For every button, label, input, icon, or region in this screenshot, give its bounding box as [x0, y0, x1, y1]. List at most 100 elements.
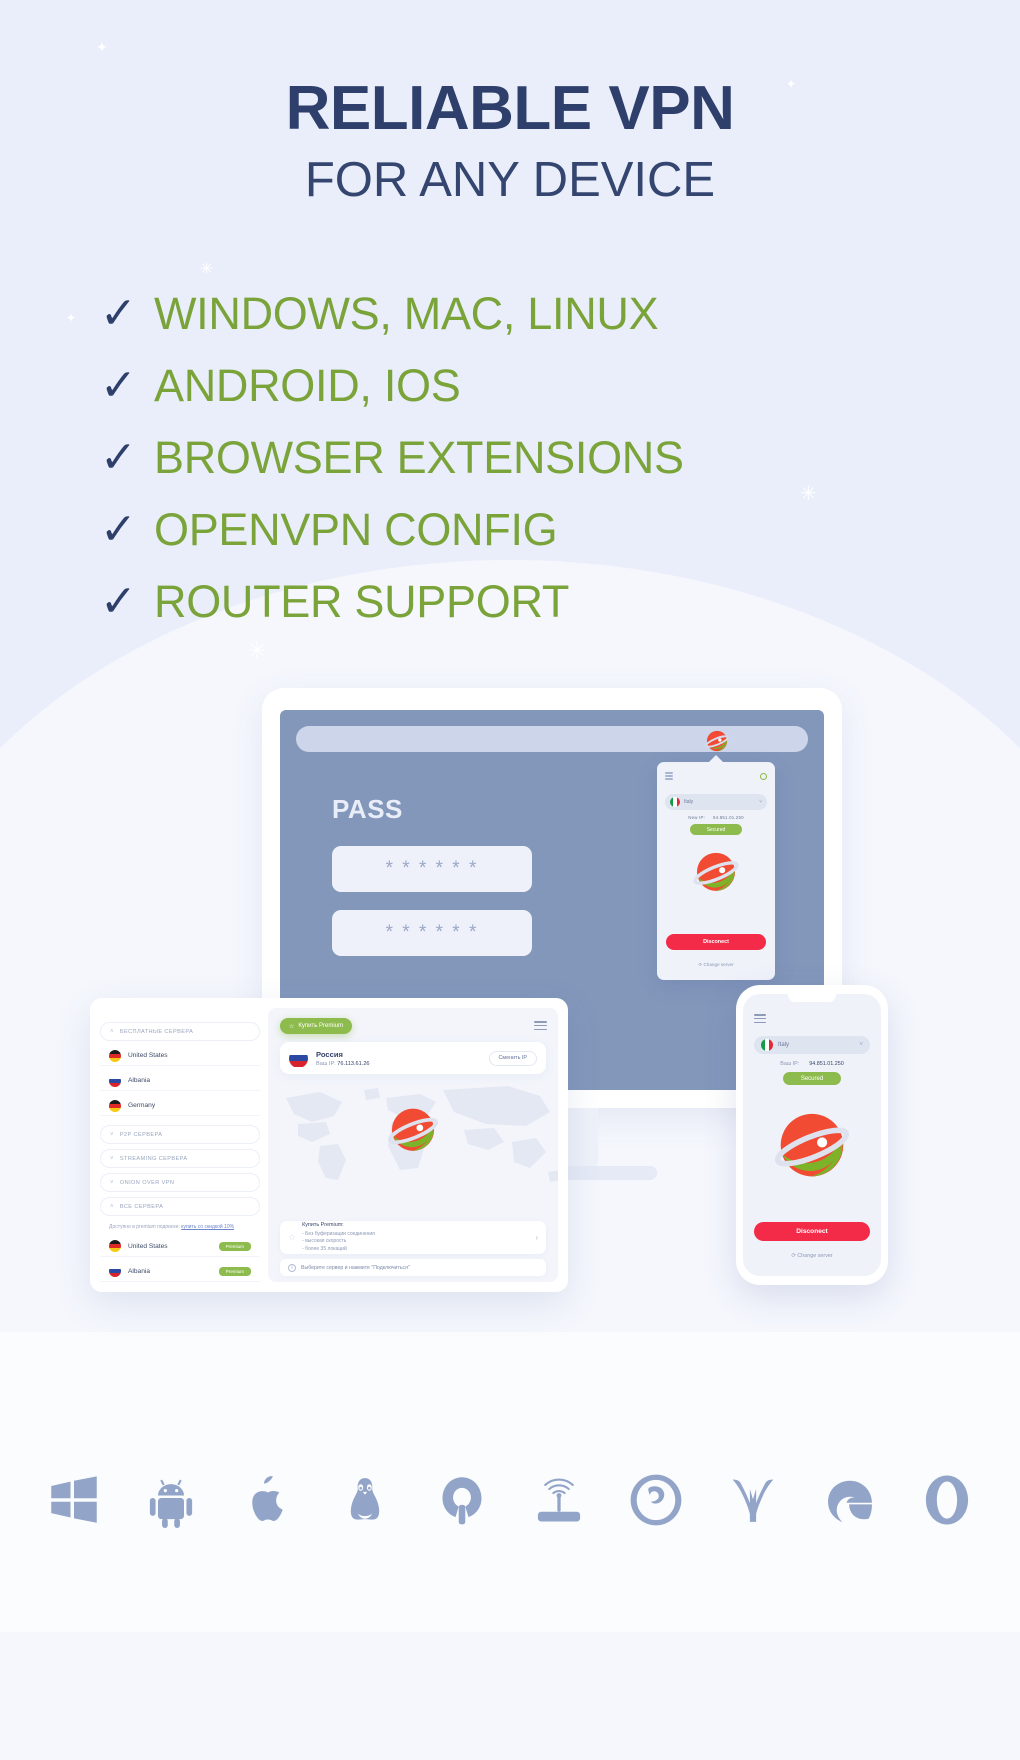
gear-icon[interactable] — [760, 772, 767, 780]
ip-label: Ваш IP: — [780, 1061, 800, 1068]
server-name: Germany — [128, 1102, 156, 1109]
hero-section: RELIABLE VPN FOR ANY DEVICE — [0, 0, 1020, 207]
flag-italy-icon — [670, 797, 680, 807]
yandex-browser-icon — [724, 1470, 782, 1528]
sidebar-group-onion-over-vpn[interactable]: ˅ ONION OVER VPN — [100, 1173, 260, 1192]
premium-promo-line: - Без буферизации соединения — [302, 1230, 375, 1237]
flag-russia-icon — [109, 1265, 121, 1277]
buy-premium-label: Купить Premium — [298, 1023, 344, 1029]
check-icon: ✓ — [100, 433, 137, 482]
phone-screen: Italy ˅ Ваш IP: 94.851.01.250 Secured Dis… — [743, 994, 881, 1276]
status-badge: Premium — [218, 1266, 251, 1276]
ip-display: Ваш IP: 94.851.01.250 — [754, 1061, 870, 1067]
check-icon: ✓ — [100, 577, 137, 626]
chevron-down-icon: ˅ — [859, 1042, 863, 1049]
page-subtitle: FOR ANY DEVICE — [304, 153, 716, 208]
sidebar-group-label: STREAMING СЕРВЕРА — [119, 1155, 188, 1162]
popup-header — [665, 770, 767, 782]
sidebar-group-all-servers[interactable]: ˄ ВСЕ СЕРВЕРА — [100, 1197, 260, 1216]
list-item[interactable]: Albania — [100, 1071, 260, 1091]
list-item: ✓ OPENVPN CONFIG — [100, 494, 684, 566]
change-ip-button[interactable]: Сменить IP — [488, 1050, 537, 1066]
planet-logo-icon — [705, 730, 729, 752]
planet-logo-icon — [688, 845, 744, 901]
change-server-link[interactable]: ⟳ Change server — [791, 1253, 833, 1259]
planet-logo-icon — [766, 1101, 858, 1193]
linux-tux-icon — [336, 1470, 394, 1528]
feature-label: ROUTER SUPPORT — [154, 576, 570, 627]
sparkle-decoration: ✳ — [800, 483, 817, 505]
firefox-icon — [627, 1470, 685, 1528]
server-select[interactable]: Italy ˅ — [665, 794, 767, 810]
disconnect-button[interactable]: Disconect — [754, 1222, 870, 1241]
app-main-panel: ☆ Купить Premium Россия Ваш IP: 76.113.6… — [268, 1008, 558, 1282]
chevron-down-icon: ˅ — [110, 1131, 114, 1138]
status-badge: Secured — [783, 1072, 841, 1086]
premium-promo-heading: Купить Premium: — [302, 1222, 344, 1229]
sidebar-group-label: ВСЕ СЕРВЕРА — [119, 1203, 164, 1210]
sparkle-decoration: ✳ — [200, 261, 214, 278]
windows-icon — [45, 1470, 103, 1528]
chevron-up-icon: ˄ — [110, 1203, 114, 1210]
flag-germany-icon — [109, 1099, 121, 1112]
sparkle-decoration: ✦ — [786, 77, 797, 91]
status-badge: Premium — [218, 1241, 251, 1251]
star-icon: ☆ — [289, 1023, 295, 1030]
current-server-country: Россия — [316, 1049, 343, 1059]
status-badge: Secured — [690, 824, 742, 835]
browser-extension-icon[interactable] — [705, 729, 729, 753]
feature-list: ✓ WINDOWS, MAC, LINUX ✓ ANDROID, IOS ✓ B… — [100, 278, 684, 638]
sidebar-group-streaming[interactable]: ˅ STREAMING СЕРВЕРА — [100, 1149, 260, 1168]
flag-germany-icon — [109, 1240, 121, 1252]
chevron-down-icon: ˅ — [110, 1155, 114, 1162]
chevron-right-icon: › — [535, 1233, 538, 1242]
page-title: RELIABLE VPN — [285, 74, 735, 143]
popup-caret — [709, 755, 723, 762]
sidebar-group-p2p[interactable]: ˅ P2P СЕРВЕРА — [100, 1125, 260, 1144]
server-name: Albania — [128, 1267, 150, 1275]
hamburger-icon[interactable] — [534, 1021, 547, 1031]
list-item: ✓ ROUTER SUPPORT — [100, 566, 684, 638]
password-field[interactable]: * * * * * * — [332, 910, 532, 956]
change-server-link[interactable]: ⟳ Change server — [698, 962, 734, 967]
list-item[interactable]: United States — [100, 1046, 260, 1066]
sparkle-decoration: ✦ — [96, 39, 108, 55]
edge-icon — [821, 1470, 879, 1528]
hint-text: Выберите сервер и нажмите "Подключиться" — [301, 1264, 410, 1271]
hamburger-icon[interactable] — [754, 1014, 870, 1024]
disconnect-button[interactable]: Disconect — [666, 934, 766, 950]
list-item[interactable]: Albania Premium — [100, 1262, 260, 1282]
current-server-info: Россия Ваш IP: 76.113.61.26 — [316, 1050, 370, 1067]
chevron-up-icon: ˄ — [110, 1028, 114, 1035]
list-item[interactable]: United States Premium — [100, 1237, 260, 1257]
server-country-label: Italy — [778, 1042, 790, 1049]
planet-logo-icon — [382, 1100, 444, 1162]
server-name: United States — [128, 1052, 168, 1059]
current-ip-display: Ваш IP: 76.113.61.26 — [316, 1061, 370, 1067]
browser-address-bar[interactable] — [296, 726, 808, 752]
ip-display: New IP:94.851.01.250 — [665, 815, 767, 820]
list-item: ✓ BROWSER EXTENSIONS — [100, 422, 684, 494]
ip-value: 94.851.01.250 — [809, 1061, 844, 1068]
list-item: ✓ WINDOWS, MAC, LINUX — [100, 278, 684, 350]
sidebar-group-label: P2P СЕРВЕРА — [119, 1131, 163, 1138]
hamburger-icon[interactable] — [665, 772, 673, 780]
ip-label: New IP: — [688, 815, 706, 820]
chevron-down-icon: ˅ — [759, 799, 762, 805]
server-select[interactable]: Italy ˅ — [754, 1036, 870, 1055]
premium-note-link[interactable]: купить со скидкой 10% — [181, 1224, 235, 1230]
feature-label: WINDOWS, MAC, LINUX — [154, 288, 659, 339]
premium-note: Доступно в premium подписке: купить со с… — [100, 1221, 260, 1232]
apple-icon — [239, 1470, 297, 1528]
server-name: Albania — [128, 1077, 150, 1084]
check-icon: ✓ — [100, 289, 137, 338]
password-field[interactable]: * * * * * * — [332, 846, 532, 892]
check-icon: ✓ — [100, 361, 137, 410]
list-item[interactable]: Germany — [100, 1096, 260, 1116]
mobile-phone-mockup: Italy ˅ Ваш IP: 94.851.01.250 Secured Dis… — [736, 985, 888, 1285]
sidebar-group-free-servers[interactable]: ˄ БЕСПЛАТНЫЕ СЕРВЕРА — [100, 1022, 260, 1041]
premium-promo-card[interactable]: ☆ Купить Premium: - Без буферизации соед… — [280, 1221, 546, 1254]
desktop-app-window: ˄ БЕСПЛАТНЫЕ СЕРВЕРА United States Alban… — [90, 998, 568, 1292]
buy-premium-button[interactable]: ☆ Купить Premium — [280, 1018, 353, 1034]
star-outline-icon: ☆ — [288, 1232, 297, 1242]
